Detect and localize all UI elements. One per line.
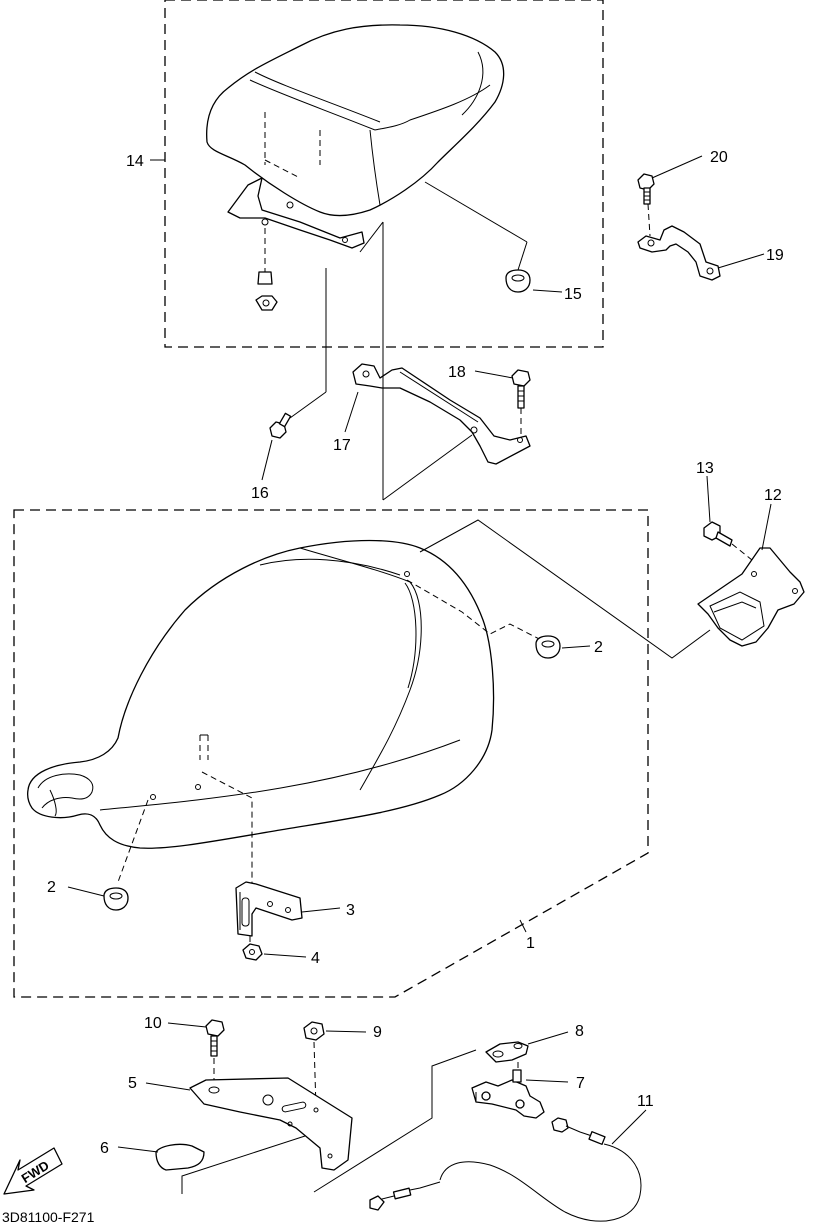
callout-19: 19 (766, 247, 784, 264)
damper-15[interactable] (505, 269, 531, 293)
callout-8: 8 (575, 1023, 584, 1040)
callout-4: 4 (311, 950, 320, 967)
bolt-13[interactable] (703, 521, 733, 547)
callout-2-left: 2 (47, 879, 56, 896)
lock-plate-8[interactable] (485, 1041, 529, 1063)
bolt-16[interactable] (269, 412, 292, 439)
passenger-seat[interactable] (206, 24, 505, 249)
grab-bar-19[interactable] (637, 225, 721, 281)
bolt-20[interactable] (637, 173, 655, 205)
callout-20: 20 (710, 149, 728, 166)
bracket-12[interactable] (697, 547, 805, 647)
callout-17: 17 (333, 437, 351, 454)
damper-15-guide (424, 181, 528, 243)
passenger-seat-nut[interactable] (255, 271, 278, 311)
passenger-seat-assembly-box (164, 0, 604, 348)
callout-13: 13 (696, 460, 714, 477)
nut-9[interactable] (303, 1021, 325, 1041)
callout-18: 18 (448, 364, 466, 381)
damper-2-left[interactable] (103, 887, 129, 911)
callout-7: 7 (576, 1075, 585, 1092)
callout-2-right: 2 (594, 639, 603, 656)
forward-arrow-icon (3, 1147, 63, 1195)
callout-6: 6 (100, 1140, 109, 1157)
callout-9: 9 (373, 1024, 382, 1041)
callout-10: 10 (144, 1015, 162, 1032)
callout-5: 5 (128, 1075, 137, 1092)
lock-plate-5[interactable] (189, 1077, 353, 1171)
seat-lock-7[interactable] (471, 1069, 545, 1119)
callout-12: 12 (764, 487, 782, 504)
callout-15: 15 (564, 286, 582, 303)
rider-seat[interactable] (26, 539, 495, 849)
bolt-10[interactable] (205, 1019, 225, 1057)
bracket-3[interactable] (235, 881, 303, 937)
callout-14: 14 (126, 153, 144, 170)
callout-11: 11 (637, 1093, 654, 1110)
cover-6[interactable] (155, 1143, 205, 1171)
damper-2-right[interactable] (535, 635, 561, 659)
drawing-code: 3D81100-F271 (2, 1209, 95, 1225)
rider-seat-assembly-box (13, 509, 649, 998)
seat-bracket-17[interactable] (352, 363, 531, 465)
callout-3: 3 (346, 902, 355, 919)
callout-16: 16 (251, 485, 269, 502)
seat-lock-cable-11[interactable] (369, 1117, 642, 1222)
nut-4[interactable] (242, 943, 263, 961)
callout-1: 1 (526, 935, 535, 952)
bolt-18[interactable] (511, 369, 531, 409)
